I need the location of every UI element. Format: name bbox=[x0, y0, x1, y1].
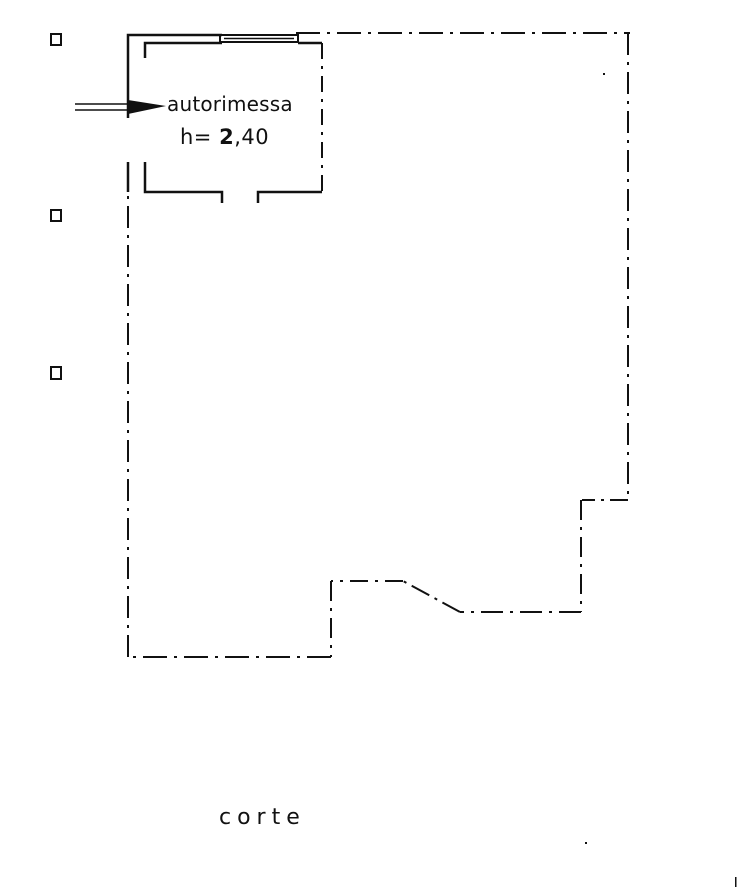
column-markers bbox=[50, 33, 62, 380]
room-height-label: h= 2,40 bbox=[180, 127, 269, 148]
column-marker-icon bbox=[50, 33, 62, 46]
entrance-arrow-icon bbox=[75, 100, 166, 114]
height-prefix: h= bbox=[180, 125, 220, 149]
court-label: corte bbox=[219, 805, 306, 830]
garage-walls bbox=[126, 33, 323, 203]
column-marker-icon bbox=[50, 366, 62, 380]
height-rest: ,40 bbox=[234, 125, 270, 149]
column-marker-icon bbox=[50, 209, 62, 222]
scan-specks bbox=[585, 73, 737, 887]
room-name-label: autorimessa bbox=[167, 92, 293, 116]
building-outline bbox=[127, 32, 630, 658]
height-whole: 2 bbox=[219, 125, 235, 149]
